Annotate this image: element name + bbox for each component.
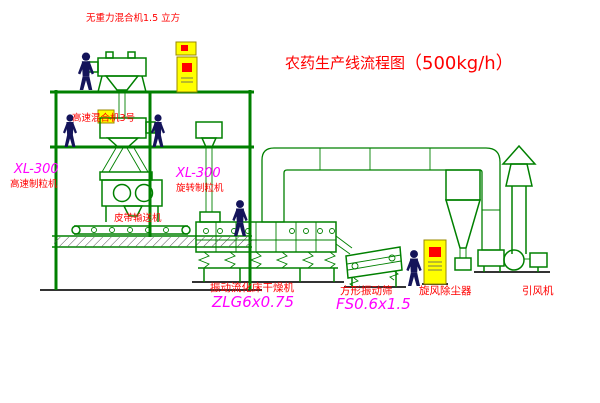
diagram-title-capacity: （500kg/h） xyxy=(404,53,514,74)
control-panel-roof xyxy=(175,41,198,93)
gravity-mixer xyxy=(87,51,147,118)
fluid-bed-dryer xyxy=(195,221,353,282)
panel-indicator xyxy=(181,45,188,51)
feed-bin xyxy=(195,121,223,223)
person-figure xyxy=(151,114,165,147)
granulator-left-code: XL-300 xyxy=(13,162,59,177)
sieve-label: 方形振动筛 xyxy=(340,284,393,297)
cyclone-separator xyxy=(445,169,481,271)
panel-display xyxy=(429,247,441,257)
dryer-label: 振动流化床干燥机 xyxy=(210,281,294,294)
granulator-center-code: XL-300 xyxy=(175,166,221,181)
vibrating-sieve xyxy=(345,246,403,288)
gravity-mixer-label: 无重力混合机1.5 立方 xyxy=(86,12,180,24)
fan-label: 引风机 xyxy=(522,284,554,297)
belt-conveyor xyxy=(71,225,191,235)
person-figure xyxy=(406,250,422,286)
granulator-left-label: 高速制粒机 xyxy=(10,178,58,190)
panel-display xyxy=(182,63,192,72)
high-speed-mixer xyxy=(97,109,156,173)
belt-conveyor-label: 皮带输送机 xyxy=(114,212,162,224)
high-speed-mixer-label: 高速混合机3号 xyxy=(72,112,135,124)
floor-hatch xyxy=(54,237,252,247)
sieve-code: FS0.6x1.5 xyxy=(336,295,411,313)
granulator-center-label: 旋转制粒机 xyxy=(176,182,224,194)
building-frame xyxy=(50,90,254,290)
ground-line xyxy=(40,271,550,291)
rotary-granulator xyxy=(99,171,163,222)
dryer-code: ZLG6x0.75 xyxy=(211,293,294,311)
control-panel-cyclone xyxy=(423,239,447,285)
exhaust-duct xyxy=(261,147,501,251)
induced-draft-fan xyxy=(477,249,548,272)
diagram-title: 农药生产线流程图 xyxy=(285,54,405,72)
person-figure xyxy=(77,52,95,90)
exhaust-stack xyxy=(501,144,537,254)
cyclone-label: 旋风除尘器 xyxy=(419,284,472,297)
